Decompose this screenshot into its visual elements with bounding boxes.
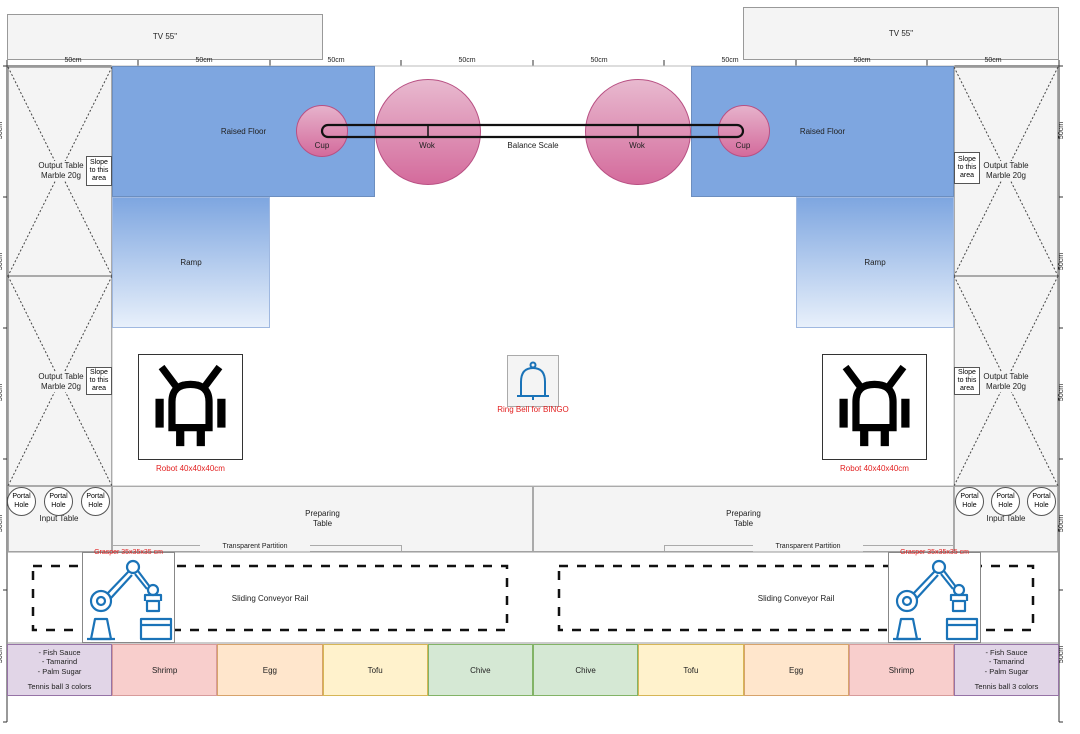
ingredient-label: Tofu bbox=[367, 665, 383, 675]
robot-right-label: Robot 40x40x40cm bbox=[840, 464, 909, 473]
ramp-right: Ramp bbox=[796, 197, 954, 328]
robot-icon bbox=[839, 364, 910, 447]
tv-right-label: TV 55" bbox=[888, 28, 914, 38]
portal-hole: Portal Hole bbox=[1027, 487, 1056, 516]
ramp-left-label: Ramp bbox=[180, 257, 202, 267]
output-table-label-mid-left: Output Table Marble 20g bbox=[30, 372, 92, 392]
ruler-label: 50cm bbox=[327, 57, 345, 64]
bell-label: Ring Bell for BINGO bbox=[497, 405, 569, 414]
cup-right-label: Cup bbox=[735, 141, 751, 150]
preparing-table-right: Preparing Table bbox=[533, 486, 954, 552]
ruler-label: 50cm bbox=[195, 57, 213, 64]
tv-left: TV 55" bbox=[7, 14, 323, 60]
partition-right-label: Transparent Partition bbox=[753, 543, 863, 552]
bell-icon bbox=[517, 361, 549, 400]
ruler-label: 50cm bbox=[64, 57, 82, 64]
cup-left-label: Cup bbox=[314, 141, 330, 150]
ruler-label: 50cm bbox=[458, 57, 476, 64]
robot-arm-icon bbox=[87, 559, 173, 641]
slope-box: Slope to this area bbox=[954, 367, 980, 395]
conveyor-right-label: Sliding Conveyor Rail bbox=[757, 594, 835, 603]
sauce-list-right: - Fish Sauce - Tamarind - Palm Sugar bbox=[984, 648, 1029, 676]
ingredient-cell: Shrimp bbox=[112, 644, 218, 696]
tv-right: TV 55" bbox=[743, 7, 1059, 60]
ramp-right-label: Ramp bbox=[864, 257, 886, 267]
sauce-box-right: - Fish Sauce - Tamarind - Palm Sugar Ten… bbox=[954, 644, 1059, 696]
portal-hole: Portal Hole bbox=[44, 487, 73, 516]
preparing-table-left: Preparing Table bbox=[112, 486, 533, 552]
ruler-label: 50cm bbox=[590, 57, 608, 64]
portal-hole: Portal Hole bbox=[955, 487, 984, 516]
ingredient-label: Tofu bbox=[683, 665, 699, 675]
grasper-right bbox=[888, 552, 981, 643]
portal-hole: Portal Hole bbox=[81, 487, 110, 516]
ingredient-cell: Shrimp bbox=[848, 644, 954, 696]
ruler-label: 50cm bbox=[984, 57, 1002, 64]
output-table-label-mid-right: Output Table Marble 20g bbox=[975, 372, 1037, 392]
grasper-left bbox=[82, 552, 175, 643]
ingredient-label: Egg bbox=[262, 665, 277, 675]
balance-scale-label: Balance Scale bbox=[507, 141, 559, 150]
partition-left-label: Transparent Partition bbox=[200, 543, 310, 552]
sauce-list-left: - Fish Sauce - Tamarind - Palm Sugar bbox=[37, 648, 82, 676]
tennis-ball-left: Tennis ball 3 colors bbox=[27, 682, 92, 692]
robot-icon bbox=[155, 364, 226, 447]
ingredient-label: Shrimp bbox=[151, 665, 178, 675]
ingredient-label: Egg bbox=[789, 665, 804, 675]
ingredient-cell: Chive bbox=[533, 644, 639, 696]
output-table-label-top-right: Output Table Marble 20g bbox=[975, 161, 1037, 181]
ingredient-label: Shrimp bbox=[888, 665, 915, 675]
ingredient-cell: Tofu bbox=[322, 644, 428, 696]
conveyor-left-label: Sliding Conveyor Rail bbox=[231, 594, 309, 603]
tv-left-label: TV 55" bbox=[152, 32, 178, 41]
ingredient-row: Shrimp Egg Tofu Chive Chive Tofu Egg Shr… bbox=[112, 644, 954, 696]
grasper-left-label: Grasper 35x35x35 cm bbox=[94, 549, 163, 556]
ingredient-label: Chive bbox=[470, 665, 491, 675]
wok-left-label: Wok bbox=[419, 141, 435, 150]
slope-box: Slope to this area bbox=[954, 152, 980, 184]
output-table-label-top-left: Output Table Marble 20g bbox=[30, 161, 92, 181]
portal-hole: Portal Hole bbox=[7, 487, 36, 516]
ingredient-label: Chive bbox=[575, 665, 596, 675]
robot-left-label: Robot 40x40x40cm bbox=[156, 464, 225, 473]
wok-right bbox=[585, 79, 691, 185]
ruler-label: 50cm bbox=[853, 57, 871, 64]
tennis-ball-right: Tennis ball 3 colors bbox=[974, 682, 1039, 692]
ruler-label: 50cm bbox=[721, 57, 739, 64]
input-table-left-label: Input Table bbox=[39, 514, 79, 523]
input-table-right-label: Input Table bbox=[986, 514, 1026, 523]
ramp-left: Ramp bbox=[112, 197, 270, 328]
sauce-box-left: - Fish Sauce - Tamarind - Palm Sugar Ten… bbox=[7, 644, 112, 696]
ingredient-cell: Egg bbox=[743, 644, 849, 696]
robot-right bbox=[822, 354, 927, 460]
raised-floor-left-label: Raised Floor bbox=[220, 126, 267, 136]
portal-hole: Portal Hole bbox=[991, 487, 1020, 516]
bell[interactable] bbox=[507, 355, 559, 407]
robot-arm-icon bbox=[893, 559, 979, 641]
ingredient-cell: Chive bbox=[427, 644, 533, 696]
raised-floor-right-label: Raised Floor bbox=[799, 126, 846, 136]
ingredient-cell: Egg bbox=[217, 644, 323, 696]
preparing-table-right-label: Preparing Table bbox=[726, 509, 761, 528]
robot-left bbox=[138, 354, 243, 460]
wok-right-label: Wok bbox=[629, 141, 645, 150]
grasper-right-label: Grasper 35x35x35 cm bbox=[900, 549, 969, 556]
slope-box: Slope to this area bbox=[86, 367, 112, 395]
preparing-table-left-label: Preparing Table bbox=[305, 509, 340, 528]
slope-box: Slope to this area bbox=[86, 156, 112, 186]
ingredient-cell: Tofu bbox=[638, 644, 744, 696]
